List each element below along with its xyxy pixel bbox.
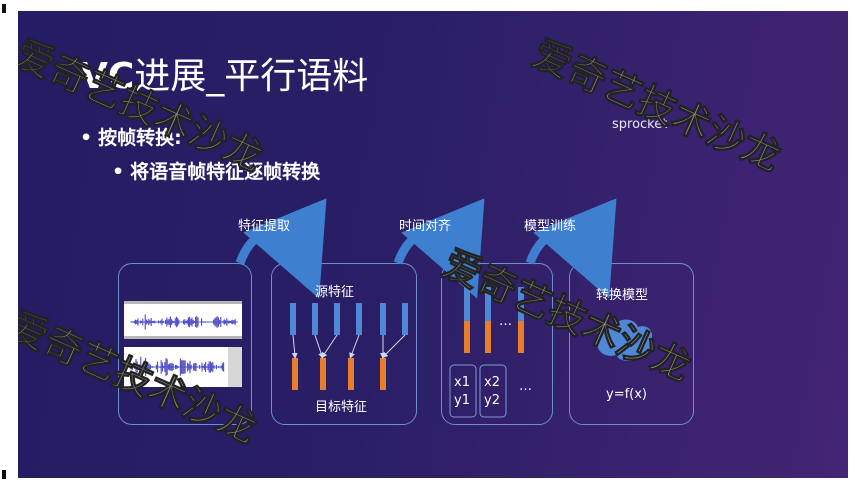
model-panel	[569, 263, 694, 425]
step-arrow-3	[525, 198, 617, 299]
model-formula: y=f(x)	[606, 387, 647, 402]
bullet-dot: •	[112, 161, 125, 183]
aligned-pairs	[464, 287, 524, 353]
bullet-dot: •	[80, 127, 93, 149]
pair2-x: x2	[484, 375, 500, 390]
bullet-level-2: •将语音帧特征逐帧转换	[112, 157, 320, 184]
target-feature-label: 目标特征	[315, 400, 368, 415]
ellipsis-top: …	[499, 314, 512, 329]
step-arrow-1	[235, 198, 327, 299]
title-bold: VC	[80, 56, 135, 97]
model-cloud-icon	[597, 319, 654, 361]
ellipsis-bottom: …	[519, 379, 532, 394]
step-label-time-alignment: 时间对齐	[399, 219, 452, 234]
pair2-y: y2	[484, 393, 500, 408]
target-feature-bars	[292, 358, 386, 390]
pair-box-2	[479, 364, 507, 418]
model-title: 转换模型	[596, 288, 649, 303]
step-arrow-2	[393, 198, 485, 299]
source-feature-bars	[290, 303, 408, 335]
waveform-panel	[118, 263, 252, 425]
pair1-y: y1	[454, 393, 470, 408]
edge-marker-top	[2, 4, 6, 13]
edge-marker-bottom	[2, 470, 6, 479]
sprocket-label: sprocket	[612, 117, 668, 132]
pair1-x: x1	[454, 375, 470, 390]
waveform-top	[124, 301, 242, 339]
source-feature-label: 源特征	[315, 285, 355, 300]
slide: VC进展_平行语料 •按帧转换: •将语音帧特征逐帧转换 sprocket	[18, 11, 848, 478]
bullet-level-1-text: 按帧转换:	[98, 127, 182, 149]
bullet-level-1: •按帧转换:	[80, 123, 182, 150]
alignment-panel	[441, 263, 553, 425]
step-label-feature-extraction: 特征提取	[238, 219, 291, 234]
waveform-bottom	[124, 347, 242, 387]
diagram-graphics	[124, 198, 654, 418]
alignment-lines	[291, 334, 406, 359]
title-rest: 进展_平行语料	[134, 56, 369, 97]
feature-panel	[271, 263, 417, 425]
pair-box-1	[449, 364, 477, 418]
left-edge	[0, 0, 7, 488]
step-label-model-training: 模型训练	[524, 219, 577, 234]
bullet-level-2-text: 将语音帧特征逐帧转换	[130, 161, 321, 183]
slide-title: VC进展_平行语料	[80, 47, 368, 99]
